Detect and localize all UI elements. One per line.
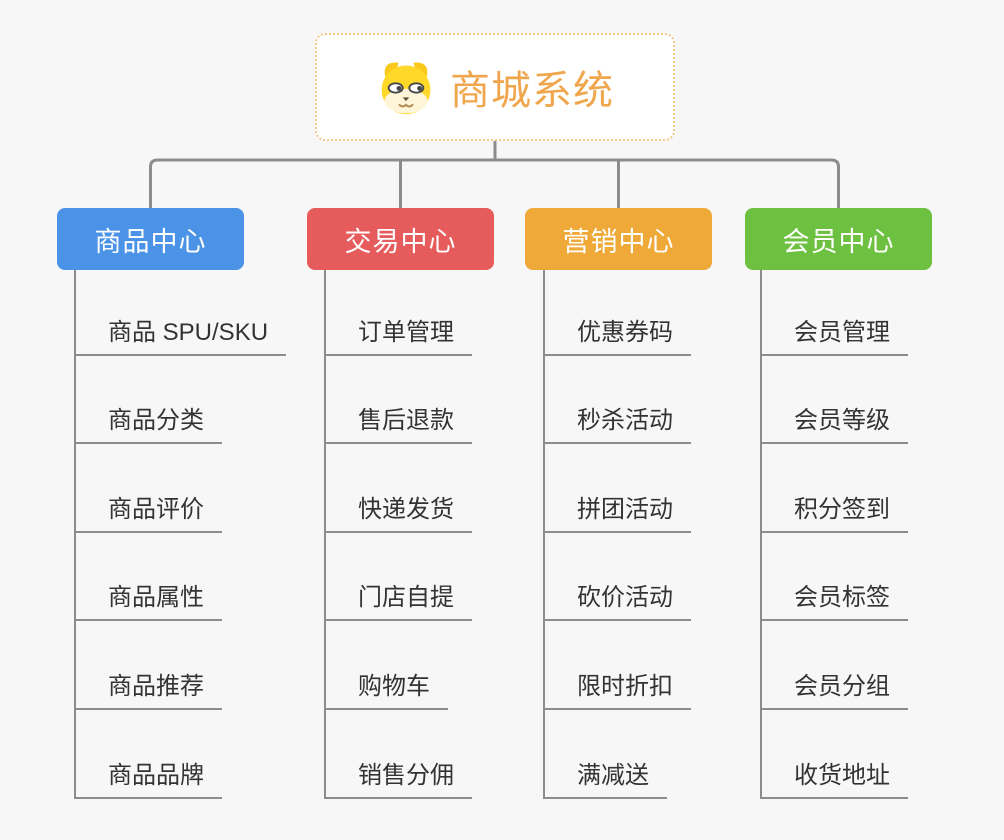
leaf-node[interactable]: 限时折扣 <box>545 674 691 710</box>
root-node[interactable]: 商城系统 <box>315 33 675 141</box>
leaf-row: 拼团活动 <box>545 444 691 533</box>
leaf-row: 商品分类 <box>76 356 286 445</box>
leaf-node[interactable]: 商品 SPU/SKU <box>76 320 287 356</box>
leaf-node[interactable]: 销售分佣 <box>326 763 472 799</box>
leaf-node[interactable]: 积分签到 <box>762 497 908 533</box>
leaf-node[interactable]: 会员管理 <box>762 320 908 356</box>
leaf-node[interactable]: 拼团活动 <box>545 497 691 533</box>
root-title: 商城系统 <box>450 69 614 113</box>
leaf-node[interactable]: 门店自提 <box>326 586 472 622</box>
leaf-row: 砍价活动 <box>545 533 691 622</box>
leaf-row: 商品评价 <box>76 444 286 533</box>
leaf-column-3: 优惠券码秒杀活动拼团活动砍价活动限时折扣满减送 <box>543 267 691 799</box>
leaf-column-4: 会员管理会员等级积分签到会员标签会员分组收货地址 <box>760 267 908 799</box>
leaf-row: 商品 SPU/SKU <box>76 267 287 356</box>
leaf-row: 满减送 <box>545 710 691 799</box>
leaf-row: 销售分佣 <box>326 710 472 799</box>
connector-path <box>149 158 840 208</box>
branch-node-4[interactable]: 会员中心 <box>745 208 932 270</box>
leaf-row: 商品品牌 <box>76 710 286 799</box>
leaf-node[interactable]: 快递发货 <box>326 497 472 533</box>
leaf-node[interactable]: 商品推荐 <box>76 674 222 710</box>
leaf-row: 会员管理 <box>762 267 908 356</box>
leaf-node[interactable]: 会员分组 <box>762 674 908 710</box>
leaf-node[interactable]: 商品属性 <box>76 586 222 622</box>
leaf-node[interactable]: 会员等级 <box>762 409 908 445</box>
leaf-row: 商品属性 <box>76 533 286 622</box>
leaf-row: 快递发货 <box>326 444 472 533</box>
leaf-node[interactable]: 收货地址 <box>762 763 908 799</box>
leaf-column-1: 商品 SPU/SKU 商品分类商品评价商品属性商品推荐商品品牌 <box>74 267 287 799</box>
leaf-row: 订单管理 <box>326 267 472 356</box>
branch-node-3[interactable]: 营销中心 <box>525 208 712 270</box>
leaf-node[interactable]: 售后退款 <box>326 409 472 445</box>
branch-label: 营销中心 <box>562 226 675 257</box>
branch-label: 会员中心 <box>782 226 895 257</box>
leaf-row: 售后退款 <box>326 356 472 445</box>
leaf-column-2: 订单管理售后退款快递发货门店自提购物车销售分佣 <box>324 267 472 799</box>
leaf-row: 商品推荐 <box>76 621 286 710</box>
leaf-row: 积分签到 <box>762 444 908 533</box>
leaf-row: 优惠券码 <box>545 267 691 356</box>
leaf-row: 会员等级 <box>762 356 908 445</box>
leaf-row: 购物车 <box>326 621 472 710</box>
leaf-row: 会员标签 <box>762 533 908 622</box>
leaf-node[interactable]: 砍价活动 <box>545 586 691 622</box>
branch-node-1[interactable]: 商品中心 <box>57 208 244 270</box>
dog-face-icon <box>381 62 431 115</box>
leaf-node[interactable]: 优惠券码 <box>545 320 691 356</box>
leaf-node[interactable]: 订单管理 <box>326 320 472 356</box>
leaf-node[interactable]: 商品评价 <box>76 497 222 533</box>
leaf-row: 收货地址 <box>762 710 908 799</box>
leaf-row: 限时折扣 <box>545 621 691 710</box>
leaf-node[interactable]: 商品品牌 <box>76 763 222 799</box>
leaf-row: 会员分组 <box>762 621 908 710</box>
leaf-row: 秒杀活动 <box>545 356 691 445</box>
branch-label: 商品中心 <box>94 226 207 257</box>
leaf-node[interactable]: 秒杀活动 <box>545 409 691 445</box>
branch-label: 交易中心 <box>344 226 457 257</box>
leaf-row: 门店自提 <box>326 533 472 622</box>
leaf-node[interactable]: 满减送 <box>545 763 667 799</box>
branch-node-2[interactable]: 交易中心 <box>307 208 494 270</box>
leaf-node[interactable]: 会员标签 <box>762 586 908 622</box>
leaf-node[interactable]: 商品分类 <box>76 409 222 445</box>
leaf-node[interactable]: 购物车 <box>326 674 448 710</box>
